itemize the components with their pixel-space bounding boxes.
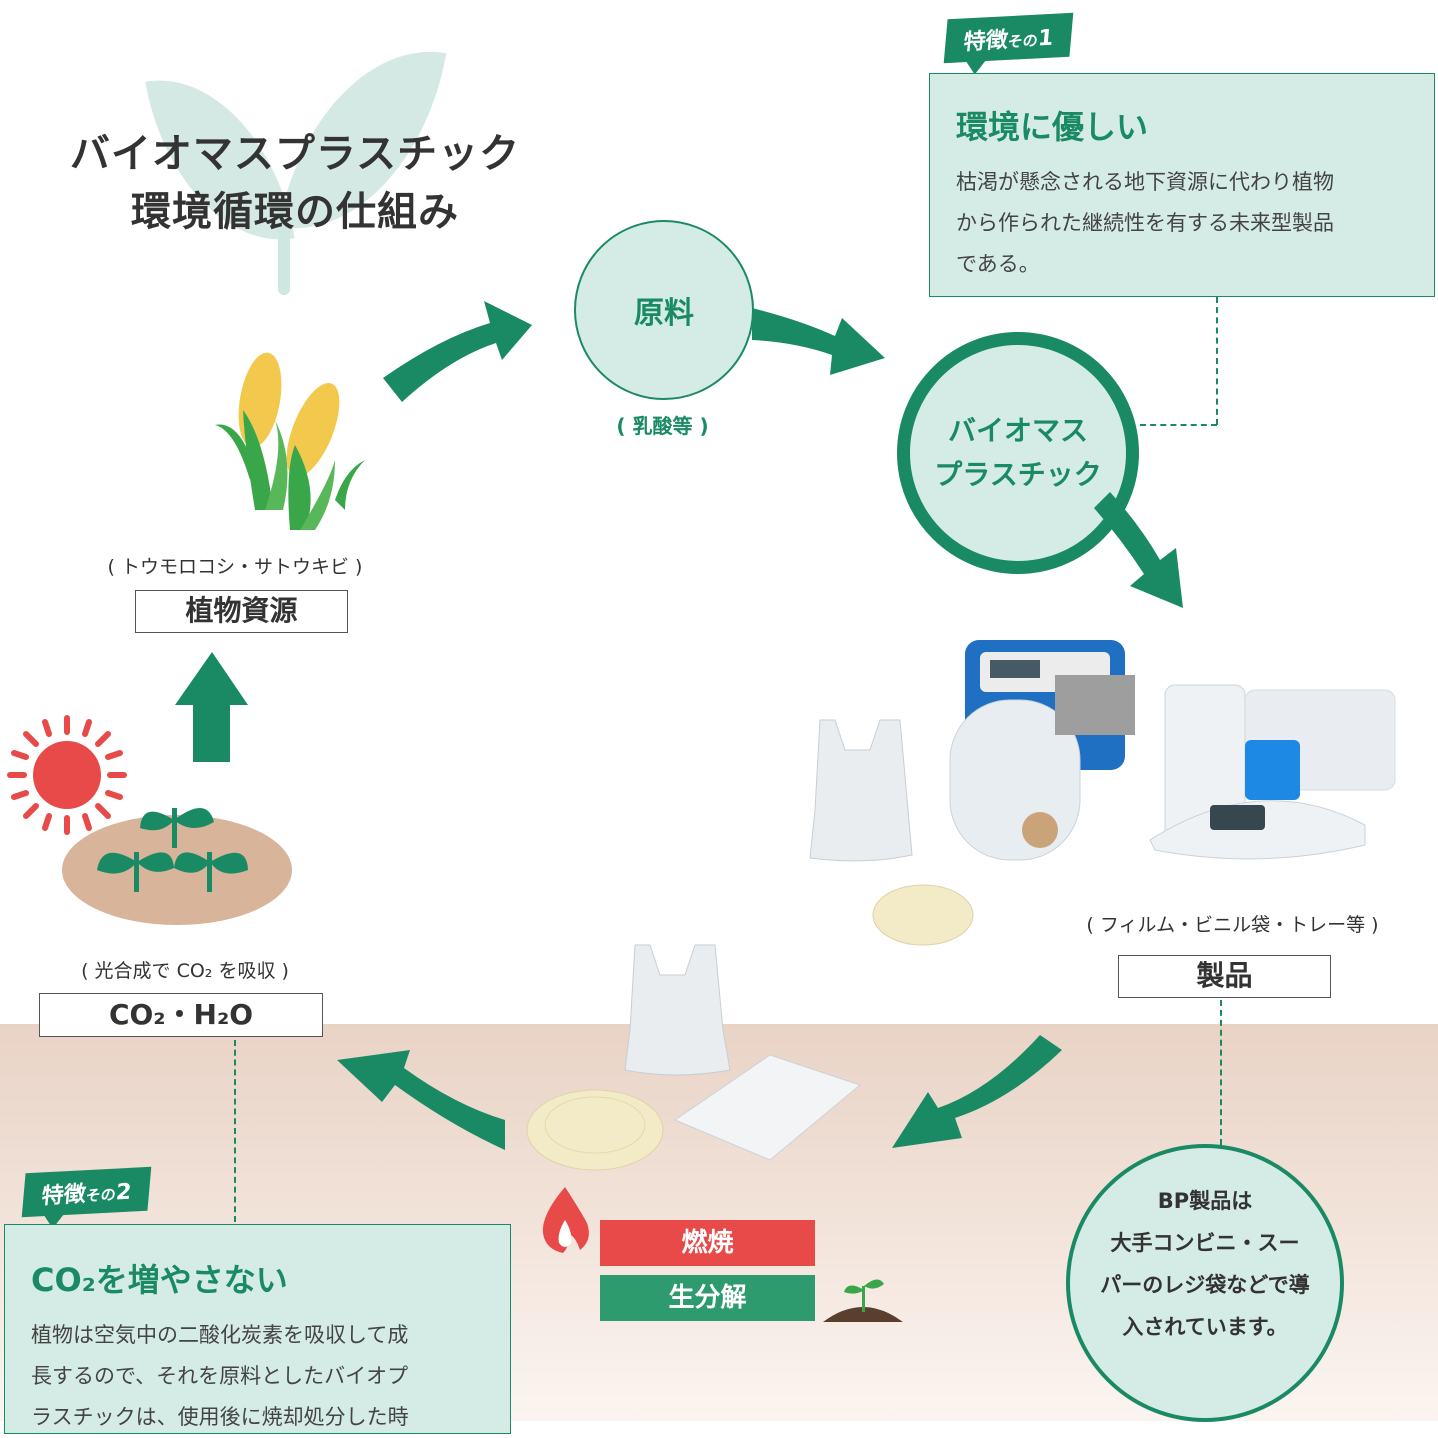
- arrow-bp-to-products: [1094, 492, 1183, 608]
- arrow-disposal-to-co2: [337, 1050, 505, 1150]
- sprouts-illustration: [62, 807, 292, 925]
- bp-note-line-2: 大手コンビニ・スー: [1110, 1231, 1300, 1255]
- fire-icon: [542, 1187, 589, 1253]
- arrow-corn-to-genryo: [383, 301, 532, 402]
- bp-note-line-3: パーのレジ袋などで導: [1100, 1273, 1310, 1297]
- feature2-tag-num: 2: [114, 1179, 133, 1206]
- bp-label-2: プラスチック: [934, 458, 1102, 491]
- feature1-line-1: 枯渇が懸念される地下資源に代わり植物: [956, 170, 1334, 194]
- biodegrade-label: 生分解: [600, 1275, 815, 1321]
- feature2-tag-small: その: [84, 1185, 117, 1206]
- products-connector-v: [1220, 1000, 1222, 1145]
- feature1-connector-v: [1216, 297, 1218, 425]
- feature2-heading: CO₂を増やさない: [31, 1261, 288, 1299]
- feature1-line-2: から作られた継続性を有する未来型製品: [956, 211, 1334, 235]
- burn-label: 燃焼: [600, 1220, 815, 1266]
- feature2-tag: 特徴その2: [21, 1166, 152, 1218]
- co2-connector-v: [234, 1040, 236, 1222]
- bp-note-line-1: BP製品は: [1157, 1189, 1253, 1213]
- feature2-line-1: 植物は空気中の二酸化炭素を吸収して成: [31, 1323, 409, 1347]
- diagram-title: バイオマスプラスチック 環境循環の仕組み: [40, 125, 550, 241]
- products-sub: ( フィルム・ビニル袋・トレー等 ): [1086, 914, 1379, 936]
- plant-sub: ( トウモロコシ・サトウキビ ): [107, 556, 363, 578]
- co2-label-box: CO₂・H₂O: [39, 993, 323, 1037]
- plant-label-box: 植物資源: [135, 590, 348, 633]
- feature2-line-2: 長するので、それを原料としたバイオプ: [31, 1364, 409, 1388]
- feature2-line-3: ラスチックは、使用後に焼却処分した時: [31, 1405, 409, 1429]
- bp-note-circle: BP製品は 大手コンビニ・スー パーのレジ袋などで導 入されています。: [1066, 1144, 1344, 1422]
- feature1-box: 環境に優しい 枯渇が懸念される地下資源に代わり植物 から作られた継続性を有する未…: [929, 73, 1435, 297]
- genryo-sub: ( 乳酸等 ): [616, 414, 709, 438]
- feature1-heading: 環境に優しい: [956, 108, 1149, 146]
- arrow-products-to-disposal: [892, 1035, 1062, 1148]
- feature2-box: CO₂を増やさない 植物は空気中の二酸化炭素を吸収して成 長するので、それを原料…: [4, 1224, 511, 1434]
- title-line-2: 環境循環の仕組み: [131, 189, 459, 235]
- corn-illustration: [215, 352, 365, 530]
- arrow-genryo-to-bp: [752, 308, 885, 375]
- bp-label-1: バイオマス: [947, 414, 1088, 447]
- feature1-connector-h: [1140, 424, 1217, 426]
- sun-icon: [7, 715, 127, 835]
- genryo-label: 原料: [634, 296, 694, 331]
- title-leaf-stem: [278, 200, 290, 295]
- co2-sub: ( 光合成で CO₂ を吸収 ): [81, 960, 289, 982]
- arrow-sprouts-to-plant: [175, 652, 248, 762]
- bp-note-line-4: 入されています。: [1122, 1315, 1288, 1339]
- title-line-1: バイオマスプラスチック: [69, 131, 521, 177]
- feature1-line-3: である。: [956, 252, 1040, 276]
- feature2-tag-text: 特徴: [40, 1182, 87, 1210]
- soil-sprout-icon: [823, 1279, 903, 1322]
- products-illustration: [809, 640, 1396, 946]
- waste-illustration: [526, 944, 862, 1171]
- products-label-box: 製品: [1118, 955, 1331, 998]
- node-genryo: 原料: [574, 220, 754, 400]
